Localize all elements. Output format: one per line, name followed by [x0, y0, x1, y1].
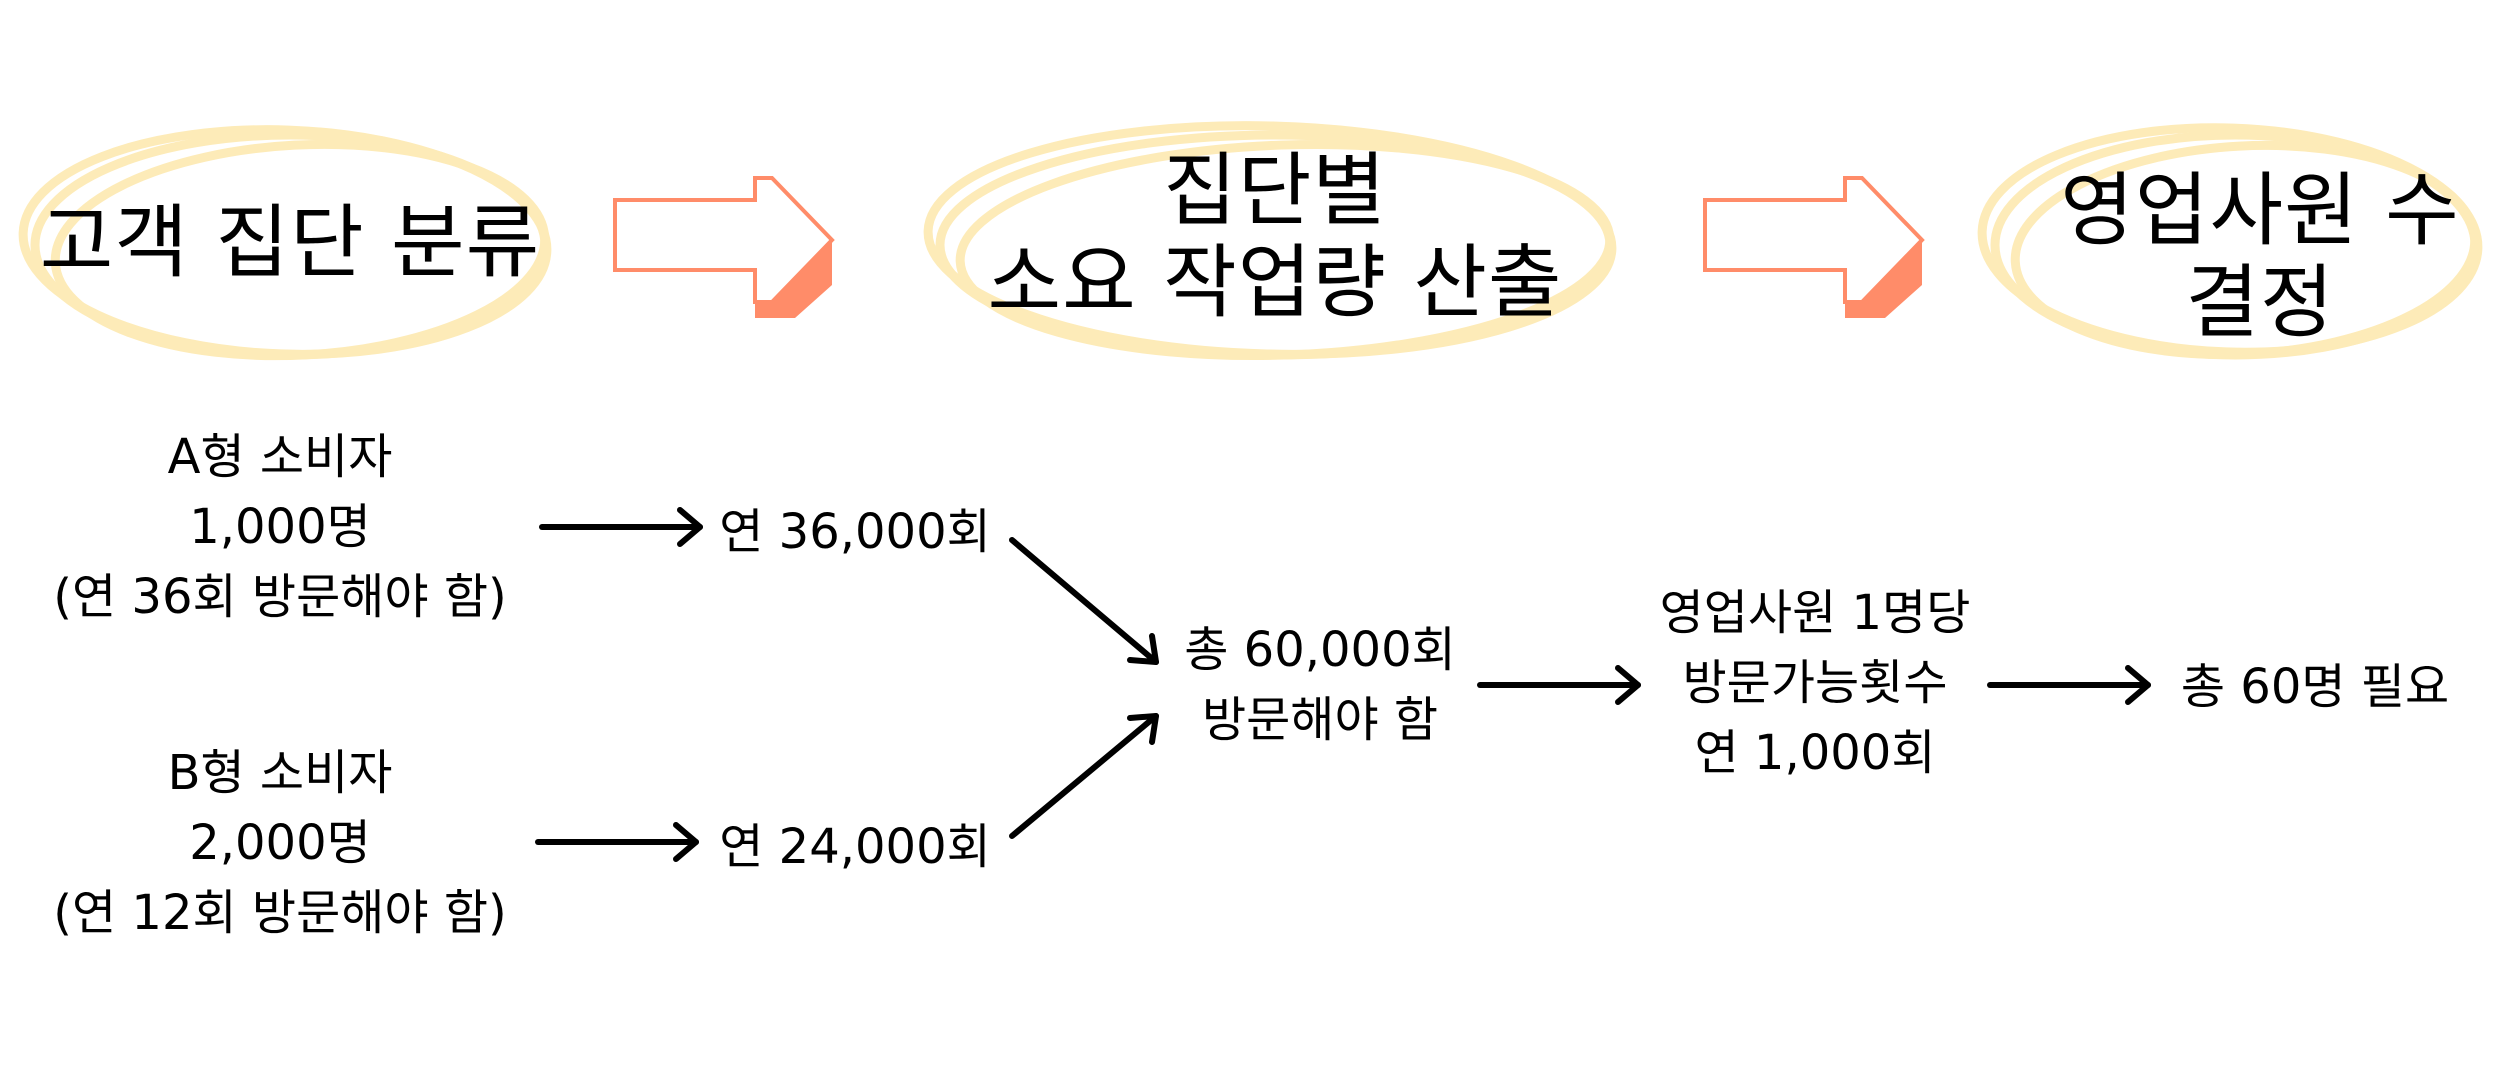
arrow-capacity-to-result [1987, 665, 2151, 705]
group-a-annual: 연 36,000회 [719, 504, 991, 560]
arrow-a-to-annual [539, 507, 703, 547]
group-b-annual: 연 24,000회 [719, 819, 991, 875]
stage-arrow-1 [613, 176, 835, 318]
salesperson-capacity: 영업사원 1명당 방문가능횟수 연 1,000회 [1659, 585, 1971, 781]
stage-arrow-2 [1703, 176, 1925, 318]
connector-arrows [535, 507, 2151, 862]
group-b-label: B형 소비자 2,000명 (연 12회 방문해야 함) [53, 745, 507, 941]
total-visits: 총 60,000회 방문해야 함 [1184, 622, 1456, 748]
stage-ellipse-2 [923, 121, 1617, 361]
arrow-a-annual-to-total [1009, 537, 1159, 665]
arrow-total-to-capacity [1477, 665, 1641, 705]
stage-ellipse-3 [1977, 123, 2483, 360]
stage-ellipse-1 [18, 125, 552, 361]
stage-title-classify: 고객 집단 분류 [39, 196, 541, 289]
group-a-label: A형 소비자 1,000명 (연 36회 방문해야 함) [53, 429, 507, 625]
stage-title-decide: 영업사원 수 결정 [2060, 164, 2460, 349]
arrow-b-annual-to-total [1009, 713, 1159, 839]
result-headcount: 총 60명 필요 [2180, 659, 2450, 715]
arrow-b-to-annual [535, 822, 699, 862]
stage-title-workload: 집단별 소요 작업량 산출 [987, 144, 1563, 329]
